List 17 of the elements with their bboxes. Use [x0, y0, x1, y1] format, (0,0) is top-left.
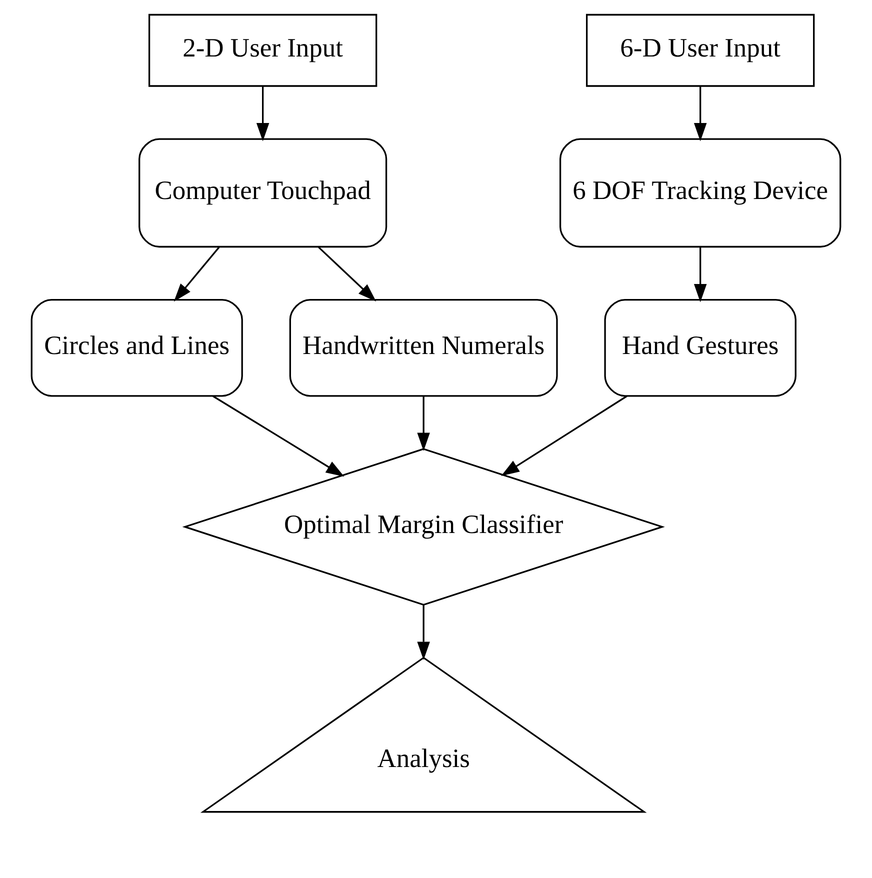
node-box: Handwritten Numerals: [289, 298, 558, 397]
node-box: 6 DOF Tracking Device: [559, 138, 842, 248]
node-box: Computer Touchpad: [138, 138, 388, 248]
node-box: 2-D User Input: [148, 14, 378, 87]
arrow: [174, 246, 220, 302]
node-box: Hand Gestures: [604, 298, 796, 397]
arrow: [501, 395, 628, 476]
arrow: [318, 246, 376, 302]
node-box: Circles and Lines: [30, 298, 243, 397]
arrow: [694, 247, 707, 302]
arrow: [417, 605, 430, 660]
arrow: [256, 86, 270, 142]
arrow: [694, 86, 707, 142]
node-box: 6-D User Input: [586, 14, 815, 87]
node-diamond: Optimal Margin Classifier: [182, 448, 665, 606]
arrow: [417, 396, 430, 451]
arrow: [212, 395, 344, 477]
